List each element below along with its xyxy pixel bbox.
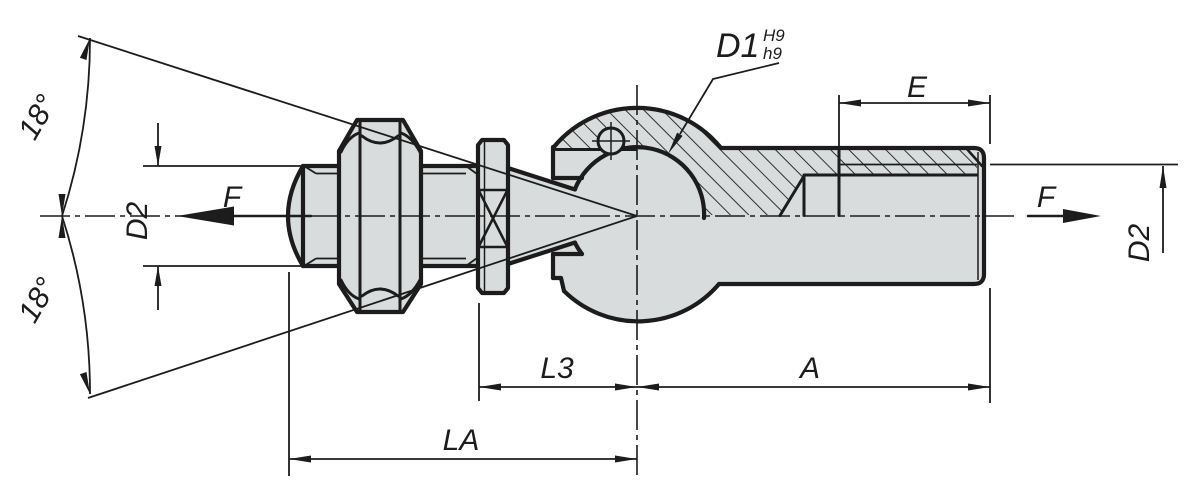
d2-left-arrow-top xyxy=(154,146,162,166)
angle-arc-top xyxy=(61,37,91,217)
la-arrow-right xyxy=(615,455,637,463)
angle-arrow-top-lower xyxy=(58,194,66,216)
hex-nut-chamfer-arc-bc xyxy=(360,287,400,298)
f-left-arrowhead xyxy=(177,206,234,226)
d2-left-arrow-bottom xyxy=(154,266,162,286)
tube-end-face xyxy=(971,145,987,287)
d2-right-arrow xyxy=(1159,166,1167,188)
dimension-e: E xyxy=(838,71,991,148)
d1-label: D1 xyxy=(716,27,759,65)
housing-dome-arc xyxy=(550,105,724,151)
a-arrow-left xyxy=(637,383,659,391)
section-hatching xyxy=(553,107,977,215)
bore-chamfer xyxy=(778,174,806,217)
hex-nut xyxy=(336,117,424,315)
washer-outline xyxy=(475,137,511,296)
l3-arrow-right xyxy=(615,383,637,391)
ball-arc-upper xyxy=(572,145,707,221)
e-label: E xyxy=(907,71,928,104)
dimension-la: LA xyxy=(288,272,637,476)
hex-nut-outline xyxy=(336,117,424,315)
dimension-d2-right: D2 xyxy=(990,163,1178,263)
a-label: A xyxy=(798,352,820,385)
a-arrow-right xyxy=(968,383,990,391)
swivel-line-bottom xyxy=(87,215,638,399)
d1-leader-arrowhead xyxy=(668,132,683,154)
angle-arc-bottom xyxy=(61,215,91,395)
f-right-arrowhead xyxy=(1063,209,1101,223)
housing xyxy=(550,105,987,324)
d1-leader-line xyxy=(679,62,780,135)
f-right-label: F xyxy=(1037,181,1057,214)
dimension-a: A xyxy=(637,288,991,403)
d2-left-label: D2 xyxy=(121,202,154,241)
washer-disc xyxy=(475,137,511,296)
dimension-d2-left: D2 xyxy=(121,123,301,310)
force-arrow-right: F xyxy=(1026,181,1101,223)
tube-end-chamfer xyxy=(964,146,984,168)
l3-arrow-left xyxy=(479,383,501,391)
angle-top-label: 18° xyxy=(12,89,63,145)
force-arrow-left: F xyxy=(177,181,313,226)
l3-label: L3 xyxy=(540,352,574,385)
e-arrow-right xyxy=(968,99,990,107)
thread-chamfer-tr xyxy=(465,165,478,175)
angle-arrow-bottom-upper xyxy=(58,216,66,238)
thread-chamfer-br xyxy=(465,257,478,267)
thread-chamfer-tl xyxy=(303,165,317,175)
hex-nut-chamfer-arc-tr xyxy=(399,131,422,154)
d2-right-label: D2 xyxy=(1123,224,1156,263)
housing-crimp-step xyxy=(550,275,567,294)
hex-nut-chamfer-arc-tl xyxy=(339,131,361,154)
dimension-l3: L3 xyxy=(478,303,637,401)
hex-nut-chamfer-arc-br xyxy=(399,278,422,301)
d1-tolerance-lower: h9 xyxy=(763,44,782,63)
angle-arrow-top-upper xyxy=(79,38,90,60)
housing-sphere-bottom xyxy=(561,281,722,324)
e-arrow-left xyxy=(839,99,861,107)
hex-nut-chamfer-arc-tc xyxy=(360,134,400,145)
la-label: LA xyxy=(443,424,480,457)
cone-top-edge xyxy=(505,165,578,192)
callout-d1: D1 H9 h9 xyxy=(668,26,785,154)
angle-arrow-bottom-lower xyxy=(79,372,90,394)
angle-bottom-label: 18° xyxy=(12,272,63,328)
d1-tolerance-upper: H9 xyxy=(763,26,785,45)
cone-bottom-edge xyxy=(505,240,578,267)
la-arrow-left xyxy=(289,455,311,463)
swivel-line-top xyxy=(77,35,638,217)
f-left-label: F xyxy=(223,181,243,214)
thread-chamfer-bl xyxy=(303,257,317,267)
cone-neck xyxy=(505,165,578,267)
hex-nut-chamfer-arc-bl xyxy=(339,278,361,301)
washer-cross-2 xyxy=(477,189,509,248)
